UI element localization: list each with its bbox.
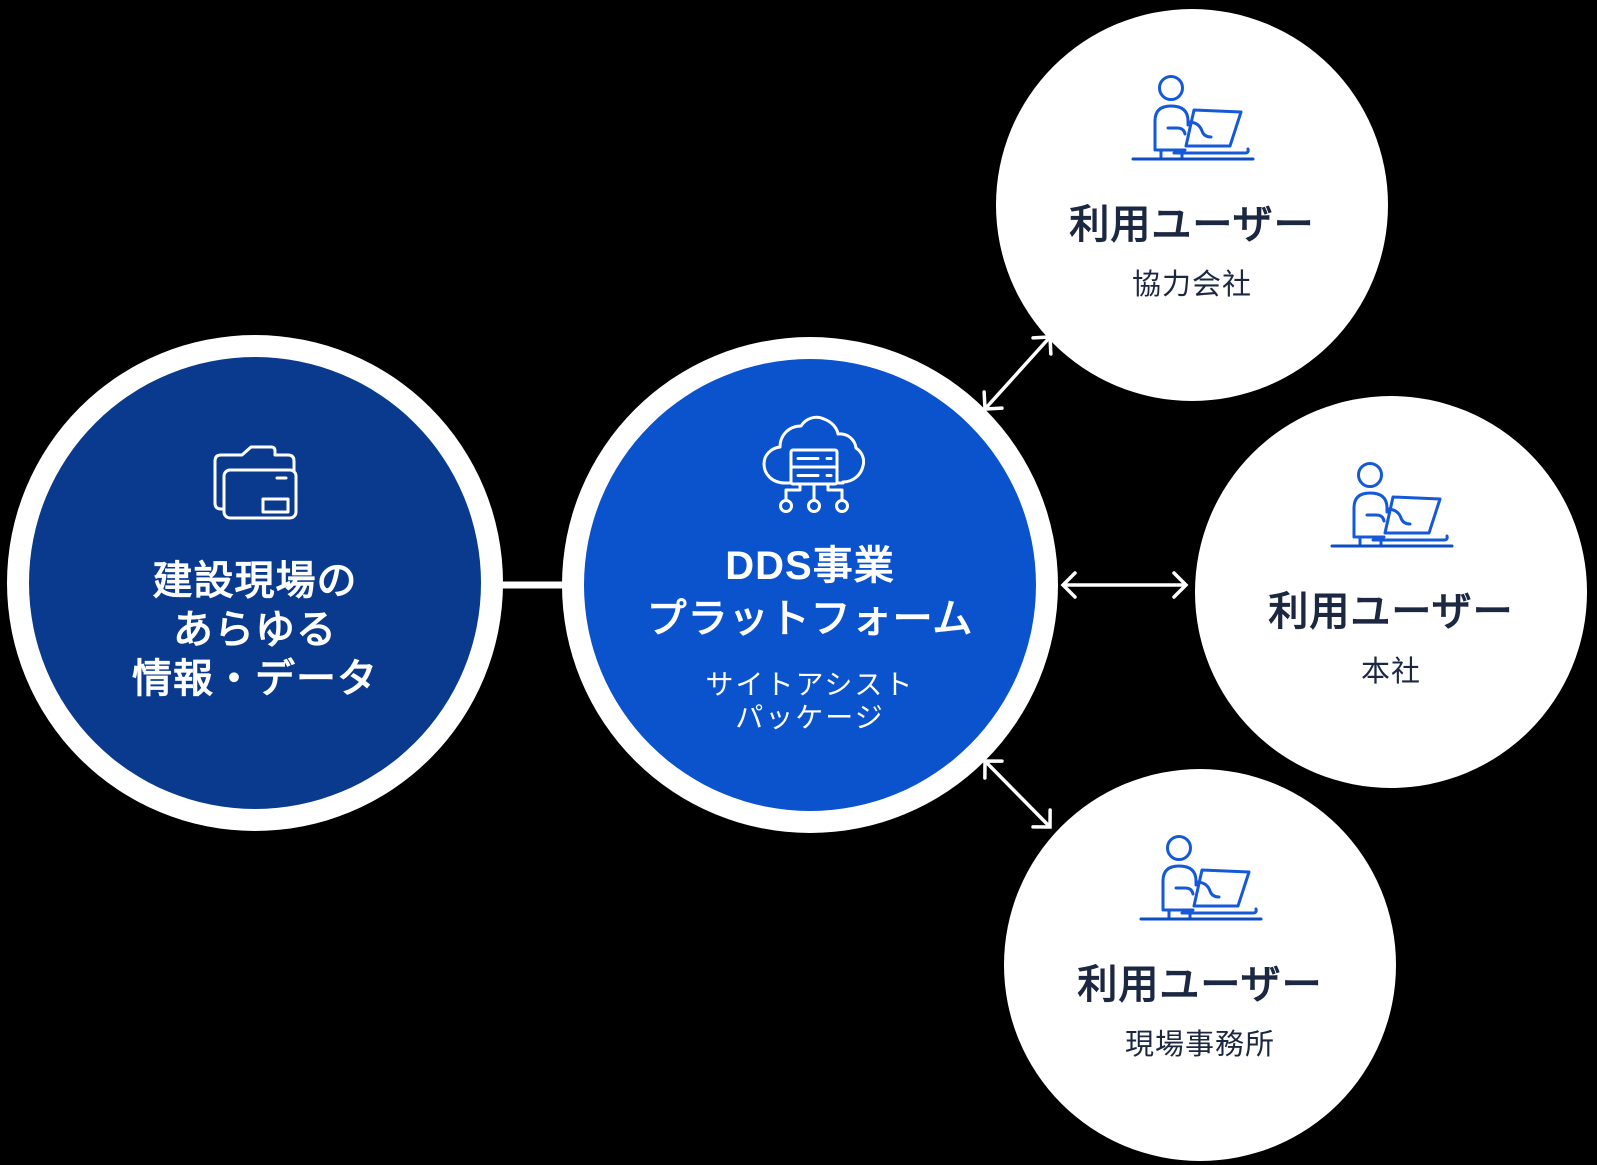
user-title: 利用ユーザー <box>1069 203 1315 247</box>
arrow-platform-user-top <box>982 335 1053 411</box>
folder-icon <box>213 445 297 520</box>
user-circle-partner-company: 利用ユーザー 協力会社 <box>996 9 1388 401</box>
platform-title-line: DDS事業 <box>725 544 895 588</box>
user-laptop-icon <box>1330 462 1454 548</box>
platform-title: DDS事業 プラットフォーム <box>647 540 974 646</box>
arrow-platform-user-bottom <box>983 759 1052 829</box>
platform-subtitle-line: サイトアシスト <box>705 669 915 700</box>
platform-title-line: プラットフォーム <box>646 597 974 641</box>
platform-circle: DDS事業 プラットフォーム サイトアシスト パッケージ <box>584 359 1036 811</box>
platform-subtitle-line: パッケージ <box>735 702 885 733</box>
user-laptop-icon <box>1131 75 1255 161</box>
user-circle-site-office: 利用ユーザー 現場事務所 <box>1004 769 1396 1161</box>
source-circle: 建設現場の あらゆる 情報・データ <box>29 357 481 809</box>
user-laptop-icon <box>1139 835 1263 921</box>
source-label-line: 建設現場の <box>152 559 358 603</box>
user-title: 利用ユーザー <box>1268 590 1514 634</box>
user-title: 利用ユーザー <box>1077 963 1323 1007</box>
source-label: 建設現場の あらゆる 情報・データ <box>132 557 378 704</box>
user-subtitle: 本社 <box>1360 656 1421 688</box>
user-subtitle: 現場事務所 <box>1124 1029 1275 1061</box>
user-subtitle: 協力会社 <box>1131 269 1252 301</box>
source-label-line: 情報・データ <box>132 657 378 701</box>
platform-subtitle: サイトアシスト パッケージ <box>706 668 915 734</box>
user-circle-head-office: 利用ユーザー 本社 <box>1195 396 1587 788</box>
cloud-server-icon <box>762 415 865 513</box>
source-label-line: あらゆる <box>173 608 337 652</box>
